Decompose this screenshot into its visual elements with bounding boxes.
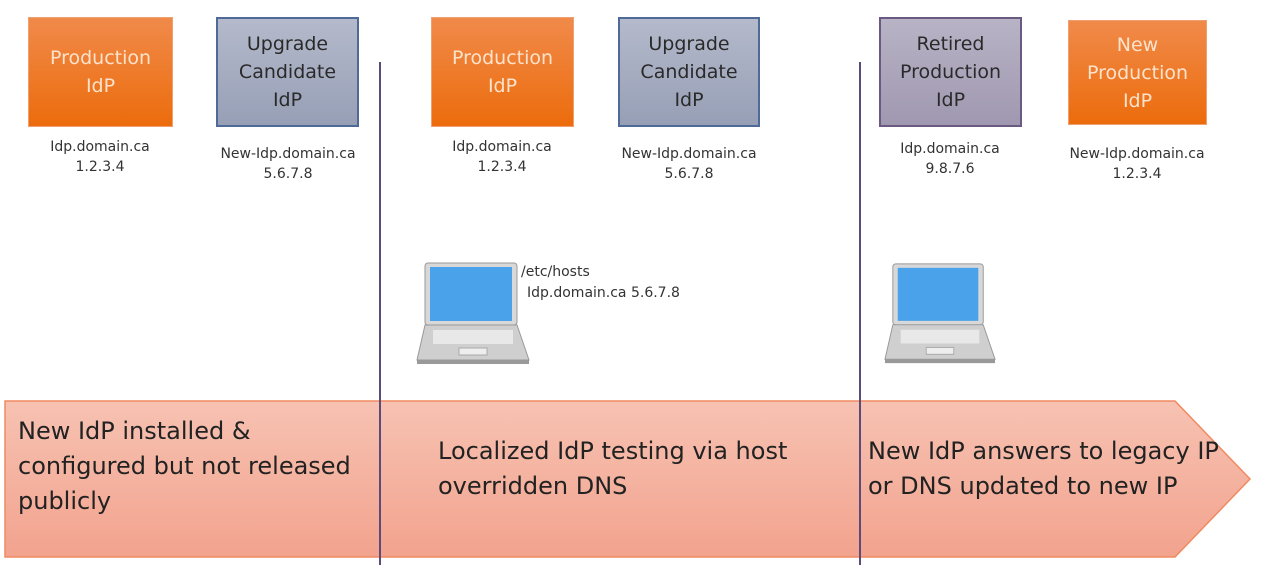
production-idp-box: Production IdP: [28, 17, 173, 127]
new-production-box: New Production IdP: [1068, 20, 1207, 125]
stage-2-caption: Localized IdP testing via host overridde…: [438, 437, 788, 500]
laptop-icon: [884, 263, 996, 364]
stage-divider: [379, 62, 381, 565]
production-idp-box: Production IdP: [431, 17, 574, 127]
stage-1-caption: New IdP installed & configured but not r…: [18, 417, 351, 515]
upgrade-candidate-box: Upgrade Candidate IdP: [216, 17, 359, 127]
retired-production-box: Retired Production IdP: [879, 17, 1022, 127]
stage-divider: [859, 62, 861, 565]
upgrade-candidate-box: Upgrade Candidate IdP: [618, 17, 760, 127]
stage-3-caption: New IdP answers to legacy IP or DNS upda…: [868, 437, 1219, 500]
laptop-icon: [416, 262, 530, 364]
